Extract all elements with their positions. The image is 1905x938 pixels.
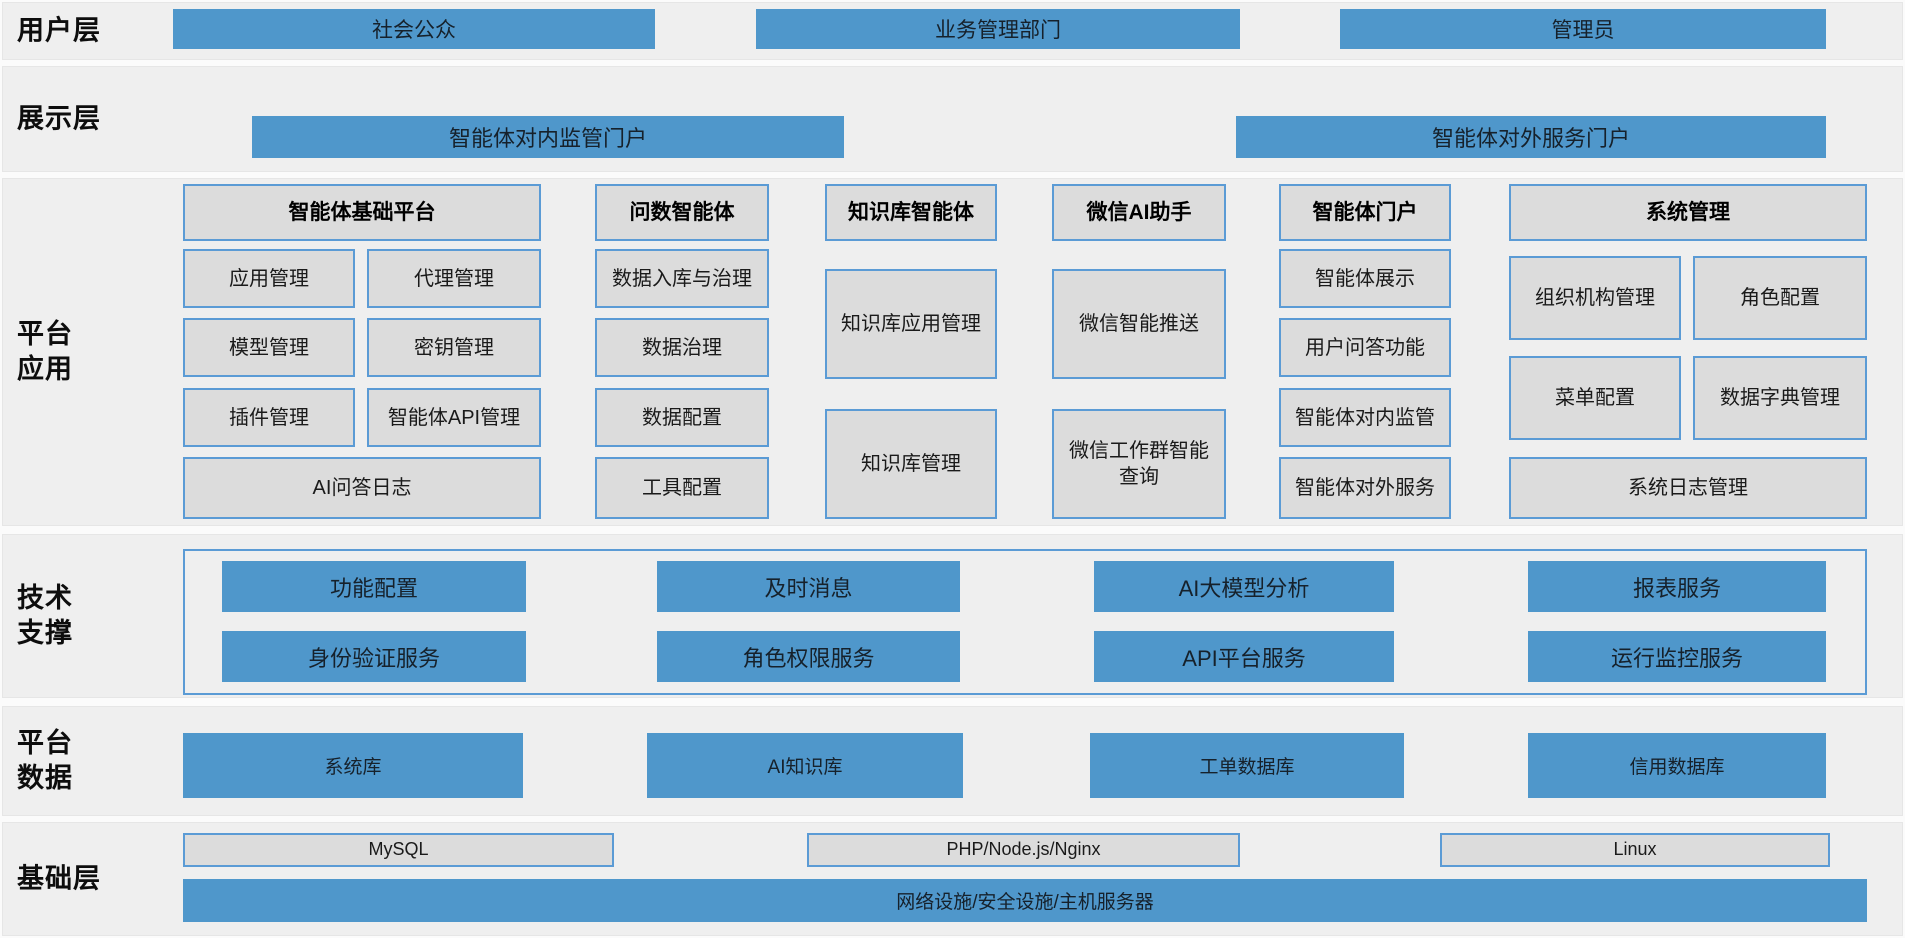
layer-band-data: 平台 数据 系统库 AI知识库 工单数据库 信用数据库 [2, 706, 1903, 816]
layer-band-tech: 技术 支撑 功能配置 及时消息 AI大模型分析 报表服务 身份验证服务 角色权限… [2, 534, 1903, 698]
box-role-config: 角色配置 [1693, 256, 1867, 340]
layer-band-display: 展示层 智能体对内监管门户 智能体对外服务门户 [2, 66, 1903, 172]
box-agent-external-service: 智能体对外服务 [1279, 457, 1451, 519]
layer-label-apps: 平台 应用 [17, 318, 73, 384]
box-instant-message: 及时消息 [657, 561, 960, 612]
box-data-governance: 数据治理 [595, 318, 769, 377]
box-ai-kb: AI知识库 [647, 733, 963, 798]
layer-label-data: 平台 数据 [17, 727, 73, 793]
box-menu-config: 菜单配置 [1509, 356, 1681, 440]
box-kb-app-mgmt: 知识库应用管理 [825, 269, 997, 379]
box-linux: Linux [1440, 833, 1830, 867]
layer-label-display: 展示层 [17, 103, 101, 134]
box-operation-monitor-service: 运行监控服务 [1528, 631, 1826, 682]
box-php-node-nginx: PHP/Node.js/Nginx [807, 833, 1240, 867]
tech-support-container [183, 549, 1867, 695]
box-api-platform-service: API平台服务 [1094, 631, 1394, 682]
box-data-config: 数据配置 [595, 388, 769, 447]
layer-label-users: 用户层 [17, 15, 101, 46]
box-proxy-mgmt: 代理管理 [367, 249, 541, 308]
layer-band-infra: 基础层 MySQL PHP/Node.js/Nginx Linux 网络设施/安… [2, 822, 1903, 936]
box-system-db: 系统库 [183, 733, 523, 798]
layer-label-infra: 基础层 [17, 863, 101, 894]
box-function-config: 功能配置 [222, 561, 526, 612]
box-org-mgmt: 组织机构管理 [1509, 256, 1681, 340]
box-tool-config: 工具配置 [595, 457, 769, 519]
header-wechat-ai-assistant: 微信AI助手 [1052, 184, 1226, 241]
box-credit-db: 信用数据库 [1528, 733, 1826, 798]
box-ticket-db: 工单数据库 [1090, 733, 1404, 798]
header-agent-portal: 智能体门户 [1279, 184, 1451, 241]
box-plugin-mgmt: 插件管理 [183, 388, 355, 447]
box-external-portal: 智能体对外服务门户 [1236, 116, 1826, 158]
box-wechat-group-query: 微信工作群智能查询 [1052, 409, 1226, 519]
box-agent-display: 智能体展示 [1279, 249, 1451, 308]
box-identity-auth-service: 身份验证服务 [222, 631, 526, 682]
box-internal-portal: 智能体对内监管门户 [252, 116, 844, 158]
box-agent-internal-supervision: 智能体对内监管 [1279, 388, 1451, 447]
box-key-mgmt: 密钥管理 [367, 318, 541, 377]
box-data-ingest-governance: 数据入库与治理 [595, 249, 769, 308]
box-admin: 管理员 [1340, 9, 1826, 49]
layer-label-tech: 技术 支撑 [17, 582, 73, 648]
box-wechat-smart-push: 微信智能推送 [1052, 269, 1226, 379]
box-app-mgmt: 应用管理 [183, 249, 355, 308]
box-role-permission-service: 角色权限服务 [657, 631, 960, 682]
layer-band-apps: 平台 应用 智能体基础平台 应用管理 代理管理 模型管理 密钥管理 插件管理 智… [2, 178, 1903, 526]
box-business-dept: 业务管理部门 [756, 9, 1240, 49]
header-data-query-agent: 问数智能体 [595, 184, 769, 241]
box-mysql: MySQL [183, 833, 614, 867]
box-data-dict-mgmt: 数据字典管理 [1693, 356, 1867, 440]
box-system-log-mgmt: 系统日志管理 [1509, 457, 1867, 519]
header-agent-base-platform: 智能体基础平台 [183, 184, 541, 241]
box-ai-model-analysis: AI大模型分析 [1094, 561, 1394, 612]
box-ai-qa-log: AI问答日志 [183, 457, 541, 519]
box-user-qa: 用户问答功能 [1279, 318, 1451, 377]
box-agent-api-mgmt: 智能体API管理 [367, 388, 541, 447]
box-network-infra: 网络设施/安全设施/主机服务器 [183, 879, 1867, 922]
box-kb-mgmt: 知识库管理 [825, 409, 997, 519]
header-kb-agent: 知识库智能体 [825, 184, 997, 241]
box-social-public: 社会公众 [173, 9, 655, 49]
layer-band-users: 用户层 社会公众 业务管理部门 管理员 [2, 2, 1903, 60]
box-report-service: 报表服务 [1528, 561, 1826, 612]
box-model-mgmt: 模型管理 [183, 318, 355, 377]
header-system-mgmt: 系统管理 [1509, 184, 1867, 241]
